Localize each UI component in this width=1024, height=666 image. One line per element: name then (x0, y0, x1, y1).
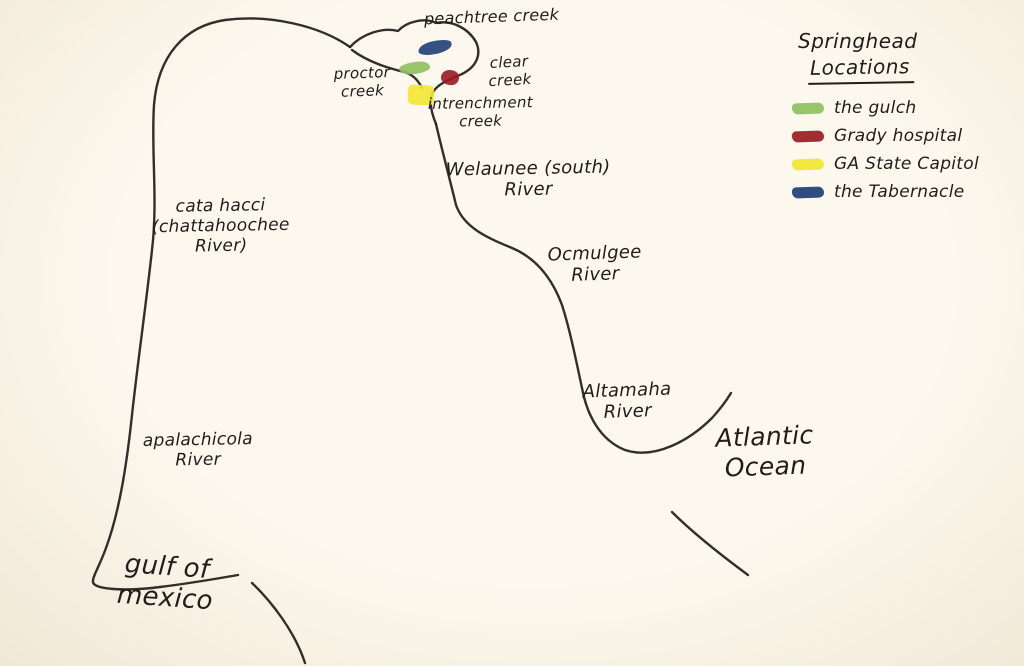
legend-swatch-ga-state-capitol (791, 157, 825, 171)
atlantic-ocean-label: Atlantic Ocean (715, 420, 814, 482)
legend-swatch-the-gulch (791, 101, 825, 115)
chattahoochee-river-label: cata hacci (chattahoochee River) (151, 195, 290, 257)
legend-row-grady-hospital: Grady hospital (791, 126, 1024, 146)
gulf-coastline (250, 581, 307, 665)
altamaha-river-label: Altamaha River (582, 378, 672, 424)
clear-creek-label: clear creek (487, 52, 532, 90)
ocmulgee-altamaha-river-line (434, 122, 733, 454)
legend-row-the-gulch: the gulch (791, 98, 1024, 118)
legend: Springhead Locations the gulch Grady hos… (791, 28, 1024, 202)
proctor-creek-label: proctor creek (333, 63, 391, 101)
legend-title-line2: Locations (807, 53, 915, 85)
welaunee-river-label: Welaunee (south) River (445, 156, 611, 201)
apalachicola-river-label: apalachicola River (142, 429, 254, 471)
legend-title: Springhead Locations (792, 28, 1024, 85)
legend-label-ga-state-capitol: GA State Capitol (834, 154, 979, 174)
legend-label-the-gulch: the gulch (834, 98, 917, 118)
atlantic-coastline (670, 510, 750, 577)
intrenchment-creek-label: intrenchment creek (427, 93, 534, 131)
gulf-of-mexico-label: gulf of mexico (116, 549, 214, 616)
legend-title-line1: Springhead (798, 29, 918, 53)
ocmulgee-river-label: Ocmulgee River (547, 241, 642, 287)
legend-label-grady-hospital: Grady hospital (834, 126, 963, 146)
legend-items: the gulch Grady hospital GA State Capito… (791, 98, 1024, 202)
legend-row-the-tabernacle: the Tabernacle (791, 182, 1024, 202)
legend-row-ga-state-capitol: GA State Capitol (791, 154, 1024, 174)
legend-swatch-the-tabernacle (791, 185, 825, 199)
legend-label-the-tabernacle: the Tabernacle (834, 182, 965, 202)
legend-swatch-grady-hospital (791, 129, 825, 143)
chattahoochee-apalachicola-river-line (91, 17, 352, 591)
